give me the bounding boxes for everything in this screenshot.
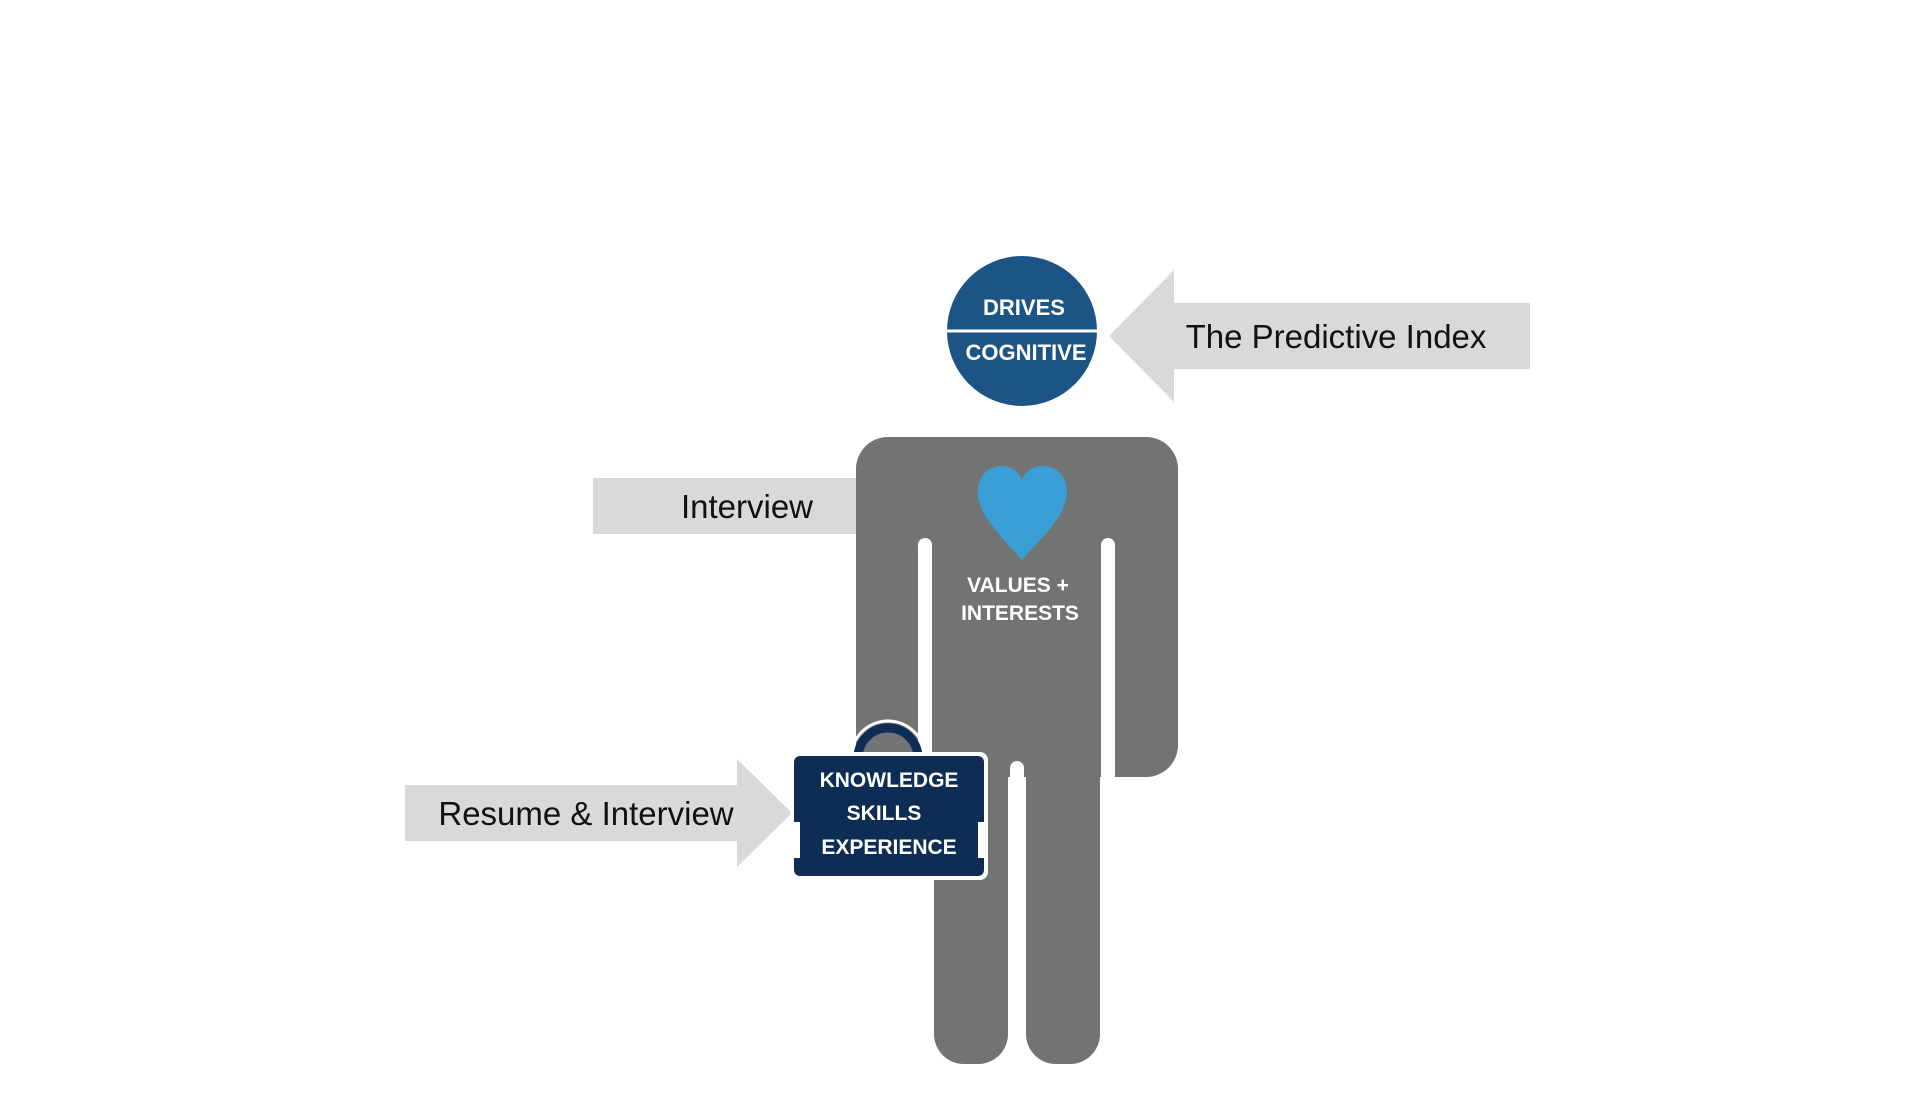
predictive-index-arrow: The Predictive Index bbox=[1109, 270, 1530, 402]
head: DRIVES COGNITIVE bbox=[947, 256, 1097, 406]
person-body bbox=[856, 437, 1178, 1064]
briefcase-handle bbox=[853, 723, 923, 759]
torso bbox=[856, 437, 1178, 777]
head-top-label: DRIVES bbox=[983, 295, 1065, 320]
left-arm bbox=[856, 530, 918, 730]
heart-label-line2: INTERESTS bbox=[961, 602, 1079, 625]
under-body-cover bbox=[900, 1064, 1160, 1108]
heart-label-line1: VALUES + bbox=[967, 574, 1069, 597]
predictive-index-arrow-label: The Predictive Index bbox=[1186, 318, 1487, 355]
right-arm bbox=[1116, 530, 1178, 772]
briefcase-body bbox=[794, 756, 984, 876]
heart-icon bbox=[978, 466, 1067, 560]
briefcase-line2: SKILLS bbox=[847, 802, 922, 825]
briefcase-line3: EXPERIENCE bbox=[821, 836, 956, 859]
interview-arrow-label: Interview bbox=[681, 488, 813, 525]
briefcase-notch-right bbox=[978, 822, 988, 858]
right-leg bbox=[1026, 700, 1100, 1064]
interview-arrow: Interview bbox=[593, 452, 930, 560]
briefcase-handle-outline bbox=[849, 719, 927, 759]
briefcase: KNOWLEDGE SKILLS EXPERIENCE bbox=[790, 719, 988, 880]
resume-interview-arrow-shape bbox=[405, 759, 792, 867]
interview-arrow-shape bbox=[593, 452, 930, 560]
head-bottom-label: COGNITIVE bbox=[965, 340, 1086, 365]
predictive-index-arrow-shape bbox=[1109, 270, 1530, 402]
heart: VALUES + INTERESTS bbox=[961, 466, 1079, 625]
briefcase-notch-left bbox=[790, 822, 800, 858]
resume-interview-arrow-label: Resume & Interview bbox=[438, 795, 733, 832]
resume-interview-arrow: Resume & Interview bbox=[405, 759, 792, 867]
briefcase-line1: KNOWLEDGE bbox=[820, 769, 959, 792]
